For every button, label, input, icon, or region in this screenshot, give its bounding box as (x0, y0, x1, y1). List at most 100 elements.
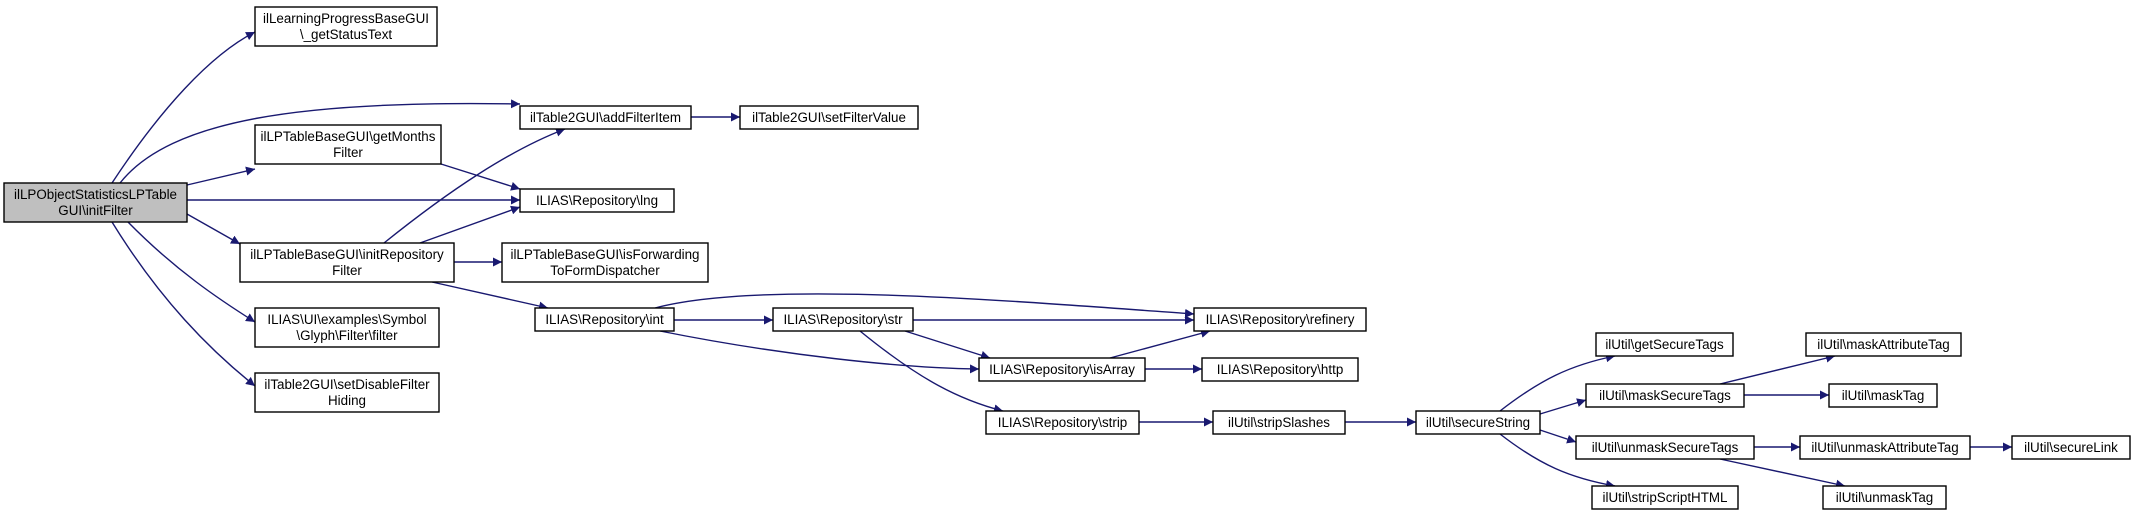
node-label-line: ILIAS\Repository\isArray (989, 362, 1135, 377)
edge-line (431, 281, 549, 311)
node-box[interactable] (1193, 307, 1367, 332)
edge-lptb_initrepo-to-t2_addfilter (383, 128, 566, 244)
node-box[interactable] (739, 105, 919, 130)
node-label-line: ilTable2GUI\setFilterValue (752, 110, 906, 125)
node-label-line: ilUtil\unmaskAttributeTag (1811, 440, 1958, 455)
node-label-line: ilLPTableBaseGUI\getMonths (261, 129, 436, 144)
edge-line (1499, 353, 1616, 412)
edge-root-to-lptb_months (186, 166, 256, 186)
node-box[interactable] (772, 307, 914, 332)
node-repo-strip[interactable]: ILIAS\Repository\strip (985, 410, 1140, 435)
node-label-line: ilUtil\secureLink (2024, 440, 2118, 455)
node-box[interactable] (1212, 410, 1346, 435)
edge-lptb_initrepo-to-repo_lng (419, 205, 521, 244)
node-box[interactable] (1799, 435, 1971, 460)
node-repo-str[interactable]: ILIAS\Repository\str (772, 307, 914, 332)
node-repo-refinery[interactable]: ILIAS\Repository\refinery (1193, 307, 1367, 332)
node-t2-setfiltervalue[interactable]: ilTable2GUI\setFilterValue (739, 105, 919, 130)
node-lptb-forwarding[interactable]: ilLPTableBaseGUI\isForwardingToFormDispa… (501, 242, 709, 283)
node-util-stripscripthtml[interactable]: ilUtil\stripScriptHTML (1591, 485, 1739, 510)
node-box[interactable] (254, 372, 440, 413)
node-repo-isarray[interactable]: ILIAS\Repository\isArray (978, 357, 1146, 382)
node-ui-symbol-filter[interactable]: ILIAS\UI\examples\Symbol\Glyph\Filter\fi… (254, 307, 440, 348)
edge-line (127, 221, 256, 323)
node-box[interactable] (985, 410, 1140, 435)
edge-line (119, 99, 521, 184)
node-label-line: Filter (332, 263, 362, 278)
node-lpbase-status[interactable]: ilLearningProgressBaseGUI\_getStatusText (254, 6, 438, 47)
node-label-line: ilLPTableBaseGUI\isForwarding (510, 247, 699, 262)
node-box[interactable] (1415, 410, 1541, 435)
node-label-line: ilLearningProgressBaseGUI (263, 11, 429, 26)
node-box[interactable] (501, 242, 709, 283)
node-label-line: ILIAS\Repository\int (545, 312, 664, 327)
node-util-masktag[interactable]: ilUtil\maskTag (1828, 383, 1938, 408)
edge-line (904, 330, 991, 360)
node-box[interactable] (1585, 383, 1745, 408)
node-box[interactable] (534, 307, 675, 332)
node-root[interactable]: ilLPObjectStatisticsLPTableGUI\initFilte… (3, 182, 188, 223)
node-box[interactable] (519, 105, 692, 130)
node-box[interactable] (978, 357, 1146, 382)
node-box[interactable] (519, 188, 675, 213)
edge-util_securestring-to-util_unmasksecuretags (1539, 429, 1577, 444)
node-label-line: Hiding (328, 393, 366, 408)
node-repo-int[interactable]: ILIAS\Repository\int (534, 307, 675, 332)
edge-line (440, 163, 521, 191)
edge-root-to-t2_disablehiding (111, 221, 256, 387)
node-util-unmaskattributetag[interactable]: ilUtil\unmaskAttributeTag (1799, 435, 1971, 460)
node-label-line: ilLPTableBaseGUI\initRepository (250, 247, 444, 262)
function-nodes: ilLPObjectStatisticsLPTableGUI\initFilte… (3, 6, 2131, 510)
edge-line (111, 31, 256, 184)
edge-line (419, 205, 521, 244)
node-util-stripslashes[interactable]: ilUtil\stripSlashes (1212, 410, 1346, 435)
edge-repo_str-to-repo_strip (859, 330, 1004, 414)
edge-lptb_initrepo-to-repo_int (431, 281, 549, 311)
node-box[interactable] (2011, 435, 2131, 460)
node-util-getsecuretags[interactable]: ilUtil\getSecureTags (1595, 332, 1734, 357)
edge-line (654, 293, 1195, 318)
node-util-unmasktag[interactable]: ilUtil\unmaskTag (1822, 485, 1947, 510)
node-label-line: ilUtil\stripSlashes (1228, 415, 1330, 430)
node-box[interactable] (1575, 435, 1755, 460)
edge-repo_int-to-repo_refinery (654, 293, 1195, 318)
node-box[interactable] (254, 307, 440, 348)
node-label-line: ilUtil\maskAttributeTag (1817, 337, 1949, 352)
edge-root-to-lptb_initrepo (186, 213, 241, 245)
edge-root-to-lpbase_status (111, 31, 256, 184)
node-label-line: ilLPObjectStatisticsLPTable (14, 187, 177, 202)
node-box[interactable] (1805, 332, 1962, 357)
node-box[interactable] (1828, 383, 1938, 408)
node-label-line: ilTable2GUI\addFilterItem (530, 110, 681, 125)
node-box[interactable] (1822, 485, 1947, 510)
node-box[interactable] (1201, 357, 1359, 382)
node-util-securestring[interactable]: ilUtil\secureString (1415, 410, 1541, 435)
node-util-unmasksecuretags[interactable]: ilUtil\unmaskSecureTags (1575, 435, 1755, 460)
node-label-line: ILIAS\UI\examples\Symbol (267, 312, 426, 327)
node-util-securelink[interactable]: ilUtil\secureLink (2011, 435, 2131, 460)
node-box[interactable] (239, 242, 455, 283)
node-label-line: ilUtil\stripScriptHTML (1603, 490, 1728, 505)
node-label-line: ilUtil\maskSecureTags (1599, 388, 1731, 403)
node-label-line: ILIAS\Repository\refinery (1206, 312, 1355, 327)
node-label-line: ilUtil\unmaskSecureTags (1592, 440, 1739, 455)
node-box[interactable] (3, 182, 188, 223)
node-box[interactable] (1591, 485, 1739, 510)
node-repo-lng[interactable]: ILIAS\Repository\lng (519, 188, 675, 213)
node-label-line: ilUtil\secureString (1426, 415, 1530, 430)
edge-line (111, 221, 256, 387)
node-util-maskattributetag[interactable]: ilUtil\maskAttributeTag (1805, 332, 1962, 357)
node-box[interactable] (254, 124, 442, 165)
node-t2-addfilter[interactable]: ilTable2GUI\addFilterItem (519, 105, 692, 130)
edge-root-to-t2_addfilter (119, 99, 521, 184)
node-repo-http[interactable]: ILIAS\Repository\http (1201, 357, 1359, 382)
node-util-masksecuretags[interactable]: ilUtil\maskSecureTags (1585, 383, 1745, 408)
node-box[interactable] (254, 6, 438, 47)
edge-line (1109, 329, 1211, 359)
node-label-line: GUI\initFilter (58, 203, 133, 218)
edge-line (1499, 433, 1616, 489)
node-box[interactable] (1595, 332, 1734, 357)
